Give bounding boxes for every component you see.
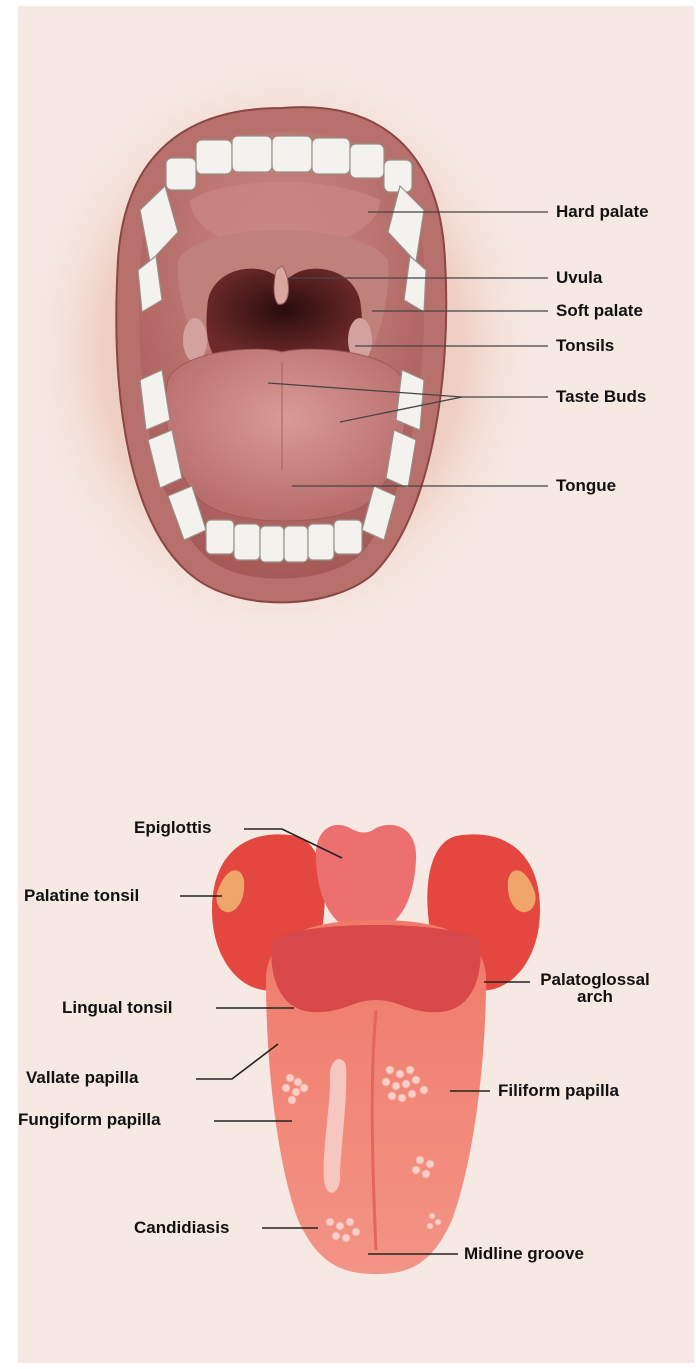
label-soft-palate: Soft palate xyxy=(556,301,643,321)
label-uvula: Uvula xyxy=(556,268,602,288)
label-epiglottis: Epiglottis xyxy=(134,818,211,838)
label-fungiform-papilla: Fungiform papilla xyxy=(18,1110,161,1130)
open-mouth-illustration xyxy=(22,55,542,645)
label-taste-buds: Taste Buds xyxy=(556,387,646,407)
label-candidiasis: Candidiasis xyxy=(134,1218,229,1238)
tongue-illustration xyxy=(212,825,540,1274)
tongue xyxy=(166,349,407,521)
label-tongue: Tongue xyxy=(556,476,616,496)
label-tonsils: Tonsils xyxy=(556,336,614,356)
vallate-papilla-leader xyxy=(196,1044,278,1079)
label-midline-groove: Midline groove xyxy=(464,1244,584,1264)
label-hard-palate: Hard palate xyxy=(556,202,649,222)
lingual-tonsil-band xyxy=(271,925,480,1012)
label-palatine-tonsil: Palatine tonsil xyxy=(24,886,139,906)
label-palatoglossal-arch-line2: arch xyxy=(528,987,662,1007)
epiglottis xyxy=(316,825,416,934)
label-filiform-papilla: Filiform papilla xyxy=(498,1081,619,1101)
left-tonsil xyxy=(183,318,207,362)
label-vallate-papilla: Vallate papilla xyxy=(26,1068,138,1088)
label-lingual-tonsil: Lingual tonsil xyxy=(62,998,173,1018)
label-palatoglossal-arch: Palatoglossal arch xyxy=(528,970,662,1007)
